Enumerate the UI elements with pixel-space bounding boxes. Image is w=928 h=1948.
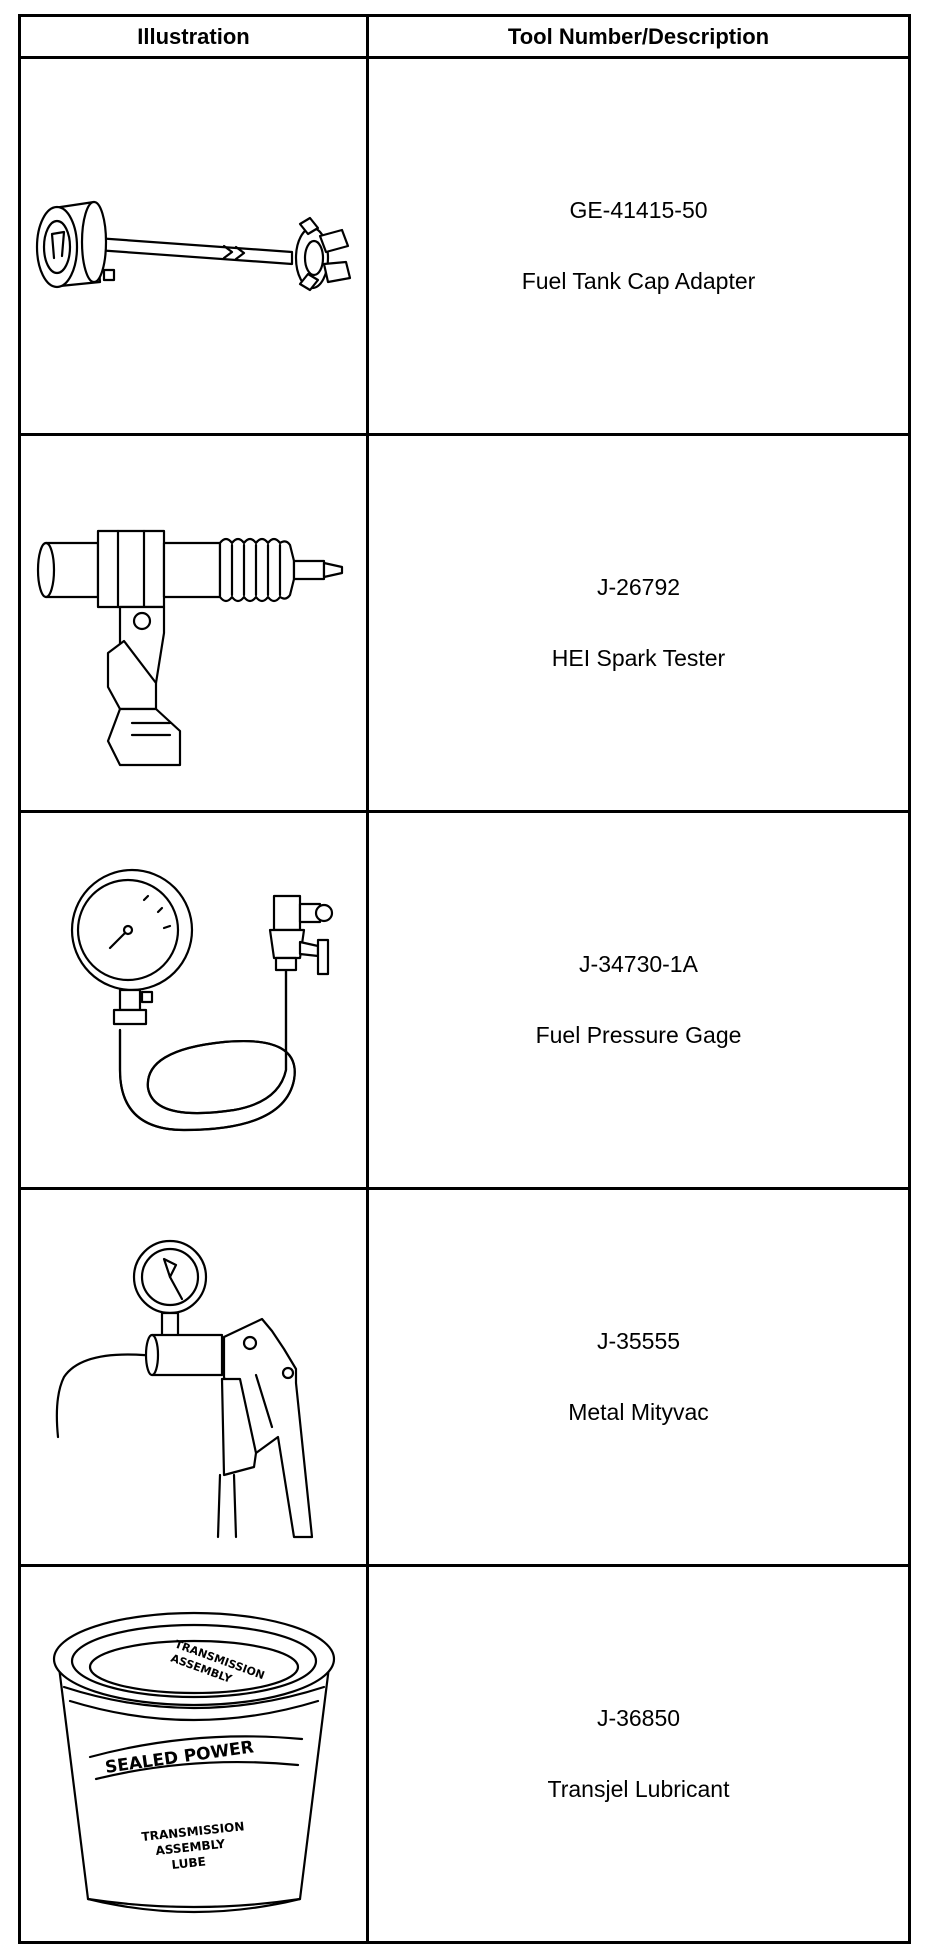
special-tools-table: Illustration Tool Number/Description — [18, 14, 911, 1944]
illustration-cell: TRANSMISSION ASSEMBLY SEALED POWER TRANS… — [18, 1564, 369, 1944]
table-row: J-35555 Metal Mityvac — [18, 1187, 911, 1567]
tool-number: J-35555 — [596, 1328, 681, 1354]
description-cell: J-34730-1A Fuel Pressure Gage — [366, 810, 911, 1190]
description-cell: J-36850 Transjel Lubricant — [366, 1564, 911, 1944]
tool-number: J-26792 — [596, 574, 681, 600]
tool-description: Fuel Tank Cap Adapter — [521, 268, 756, 294]
illustration-cell — [18, 810, 369, 1190]
description-column-header: Tool Number/Description — [366, 14, 911, 59]
table-row: TRANSMISSION ASSEMBLY SEALED POWER TRANS… — [18, 1564, 911, 1944]
tool-number: J-34730-1A — [579, 951, 698, 977]
tool-description: Transjel Lubricant — [547, 1776, 730, 1802]
tool-description: Metal Mityvac — [568, 1399, 709, 1425]
description-cell: GE-41415-50 Fuel Tank Cap Adapter — [366, 56, 911, 436]
tool-number: GE-41415-50 — [569, 197, 708, 223]
illustration-column-header: Illustration — [18, 14, 369, 59]
table-row: J-26792 HEI Spark Tester — [18, 433, 911, 813]
mityvac-pump-icon — [55, 1239, 313, 1539]
description-cell: J-35555 Metal Mityvac — [366, 1187, 911, 1567]
fuel-tank-cap-adapter-icon — [35, 200, 351, 292]
table-row: J-34730-1A Fuel Pressure Gage — [18, 810, 911, 1190]
spark-tester-icon — [36, 529, 343, 767]
description-cell: J-26792 HEI Spark Tester — [366, 433, 911, 813]
tub-product-line3: LUBE — [170, 1854, 206, 1872]
fuel-pressure-gage-icon — [70, 868, 333, 1132]
illustration-cell — [18, 56, 369, 436]
tool-number: J-36850 — [596, 1705, 681, 1731]
illustration-cell — [18, 1187, 369, 1567]
lubricant-tub-icon: TRANSMISSION ASSEMBLY SEALED POWER TRANS… — [52, 1611, 335, 1914]
tool-description: Fuel Pressure Gage — [535, 1022, 742, 1048]
header-row: Illustration Tool Number/Description — [18, 14, 911, 59]
illustration-cell — [18, 433, 369, 813]
tool-description: HEI Spark Tester — [551, 645, 726, 671]
table-row: GE-41415-50 Fuel Tank Cap Adapter — [18, 56, 911, 436]
